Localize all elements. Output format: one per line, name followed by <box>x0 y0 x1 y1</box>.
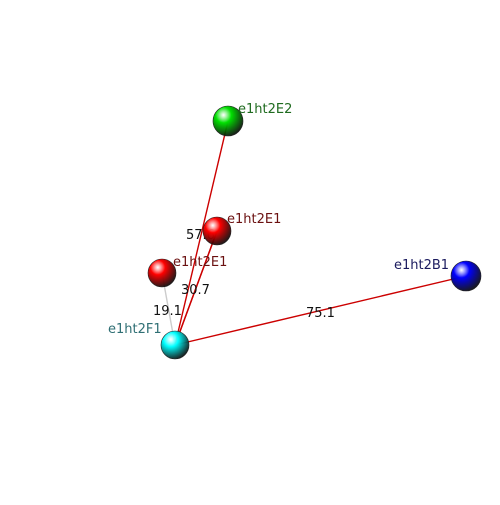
atom-label: e1ht2E2 <box>238 102 292 117</box>
atom-sphere[interactable] <box>160 330 190 360</box>
bond-distance-label: 75.1 <box>306 306 335 321</box>
atom-label: e1ht2E1 <box>227 212 281 227</box>
atom-sphere[interactable] <box>147 258 177 288</box>
atom-sphere[interactable] <box>450 260 482 292</box>
atom-label: e1ht2E1 <box>173 255 227 270</box>
atom-sphere[interactable] <box>212 105 244 137</box>
bond-line <box>174 230 218 346</box>
atom-label: e1ht2F1 <box>108 322 162 337</box>
atom-sphere[interactable] <box>202 216 232 246</box>
atom-label: e1ht2B1 <box>394 258 449 273</box>
bond-distance-label: 19.1 <box>153 304 182 319</box>
bond-line <box>174 120 229 346</box>
bond-distance-label: 30.7 <box>181 283 210 298</box>
bond-line <box>174 275 467 346</box>
